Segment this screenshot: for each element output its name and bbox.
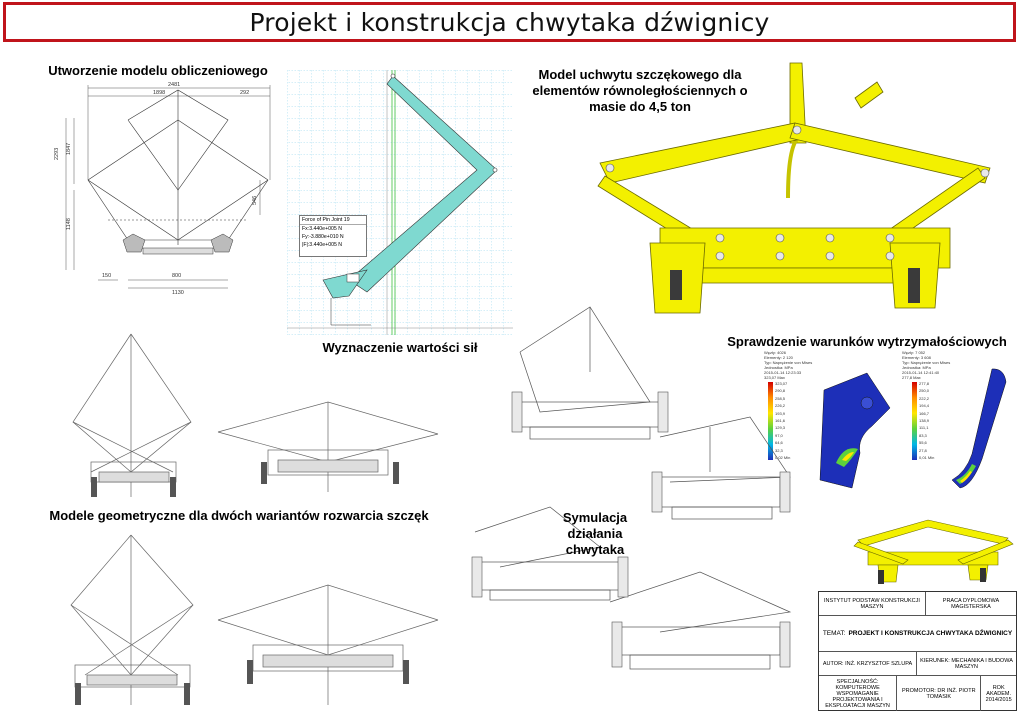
simulation-frames (460, 302, 820, 707)
fea-left-colorbar (768, 382, 773, 460)
fea-right-h1: Elementy: 3 608 (902, 355, 931, 360)
fea-left-s7: 97,0 (775, 432, 783, 438)
fea-left-s2: 258,5 (775, 395, 786, 401)
fea-right-s4: 166,7 (919, 410, 930, 416)
title-block: INSTYTUT PODSTAW KONSTRUKCJI MASZYN PRAC… (818, 591, 1017, 711)
fea-right-s3: 194,4 (919, 403, 930, 409)
force-legend-box: Force of Pin Joint 19 Fx:3.440e+005 N Fy… (299, 215, 367, 257)
dim-top-1: 2481 (168, 82, 180, 88)
fea-right-h5: 277,8 Max (902, 375, 921, 380)
fea-left-h2: Typ: Naprężenie von Mises (764, 360, 813, 365)
fea-right-s2: 222,2 (919, 395, 930, 401)
fea-right-colorbar (912, 382, 917, 460)
caption-simulation: Symulacja działania chwytaka (562, 510, 628, 557)
fea-arm-right: Węzły: 7 052 Elementy: 3 608 Typ: Napręż… (900, 350, 1016, 500)
fea-left-s1: 290,8 (775, 388, 786, 394)
forces-diagram (287, 70, 513, 335)
fea-left-s4: 193,9 (775, 410, 786, 416)
dim-left-1: 1847 (66, 143, 72, 155)
fea-right-s9: 27,8 (919, 447, 927, 453)
tb-year: ROK AKADEM. 2014/2015 (985, 684, 1012, 703)
caption-gripper-model: Model uchwytu szczękowego dla elementów … (532, 67, 748, 114)
fea-right-s7: 83,3 (919, 432, 927, 438)
title-frame: Projekt i konstrukcja chwytaka dźwignicy (3, 2, 1016, 42)
tb-specialty: SPECJALNOŚĆ: KOMPUTEROWE WSPOMAGANIE PRO… (819, 676, 898, 711)
fea-right-h4: 2015-01-14 12:41:40 (902, 370, 940, 375)
dim-left-2: 2293 (54, 148, 60, 160)
force-legend-row-3: |F|:3.440e+005 N (302, 242, 343, 248)
tb-author: AUTOR: INŻ. KRZYSZTOF SZLUPA (819, 652, 918, 675)
geometric-model-b (63, 525, 453, 710)
fea-right-s6: 111,1 (919, 425, 929, 431)
fea-plate-left: Węzły: 4026 Elementy: 2 120 Typ: Napręże… (762, 350, 892, 498)
gripper-thumbnail (848, 510, 1018, 590)
dim-top-3: 292 (240, 90, 249, 96)
dim-left-3: 1148 (66, 218, 72, 230)
fea-left-s10: 0,02 Min (775, 455, 791, 461)
dim-top-2: 1898 (153, 90, 165, 96)
caption-forces: Wyznaczenie wartości sił (322, 340, 478, 355)
fea-left-s5: 161,6 (775, 418, 786, 424)
dim-right-1: 546 (252, 196, 258, 205)
tb-theme-cell: TEMAT: PROJEKT I KONSTRUKCJA CHWYTAKA DŹ… (819, 616, 1016, 651)
fea-right-s8: 55,6 (919, 440, 927, 446)
tb-theme: PROJEKT I KONSTRUKCJA CHWYTAKA DŹWIGNICY (848, 630, 1013, 637)
dim-bottom-2: 800 (172, 273, 181, 279)
fea-left-s8: 64,6 (775, 440, 783, 446)
caption-geometric: Modele geometryczne dla dwóch wariantów … (49, 508, 429, 523)
fea-right-s1: 250,0 (919, 388, 930, 394)
fea-left-s9: 32,3 (775, 447, 783, 453)
force-legend-header: Force of Pin Joint 19 (300, 216, 366, 225)
page-title: Projekt i konstrukcja chwytaka dźwignicy (249, 7, 770, 37)
gripper-3d-model (590, 58, 1010, 328)
fea-left-s6: 129,3 (775, 425, 786, 431)
tb-theme-label: TEMAT: (822, 630, 846, 637)
tb-institute: INSTYTUT PODSTAW KONSTRUKCJI MASZYN (819, 592, 926, 615)
fea-left-h4: 2015-01-14 12:23:33 (764, 370, 802, 375)
fea-right-s0: 277,8 (919, 381, 930, 386)
fea-right-s10: 0,01 Min (919, 455, 935, 461)
tb-work-type: PRACA DYPLOMOWA MAGISTERSKA (942, 597, 1000, 610)
fea-right-h0: Węzły: 7 052 (902, 350, 926, 355)
fea-right-h3: Jednostka: MPa (902, 365, 931, 370)
calc-model-drawing: 2481 1898 292 2293 1847 1148 546 150 800… (48, 80, 278, 295)
fea-left-h3: Jednostka: MPa (764, 365, 793, 370)
fea-left-s0: 323,07 (775, 381, 788, 386)
fea-left-h5: 323,07 Max (764, 375, 785, 380)
fea-right-h2: Typ: Naprężenie von Mises (902, 360, 951, 365)
dim-bottom-3: 1130 (172, 290, 184, 295)
caption-strength: Sprawdzenie warunków wytrzymałościowych (727, 334, 1007, 349)
fea-left-h1: Elementy: 2 120 (764, 355, 793, 360)
fea-left-h0: Węzły: 4026 (764, 350, 787, 355)
dim-bottom-1: 150 (102, 273, 111, 279)
tb-promoter: PROMOTOR: DR INŻ. PIOTR TOMASIK (897, 676, 982, 711)
force-legend-row-2: Fy:-3.880e+010 N (302, 234, 344, 240)
fea-left-s3: 226,2 (775, 403, 786, 409)
fea-right-s5: 138,9 (919, 418, 930, 424)
geometric-model-a (63, 322, 453, 502)
caption-model-calc: Utworzenie modelu obliczeniowego (48, 63, 268, 78)
tb-direction: KIERUNEK: MECHANIKA I BUDOWA MASZYN (920, 657, 1013, 670)
force-legend-row-1: Fx:3.440e+005 N (302, 226, 342, 232)
